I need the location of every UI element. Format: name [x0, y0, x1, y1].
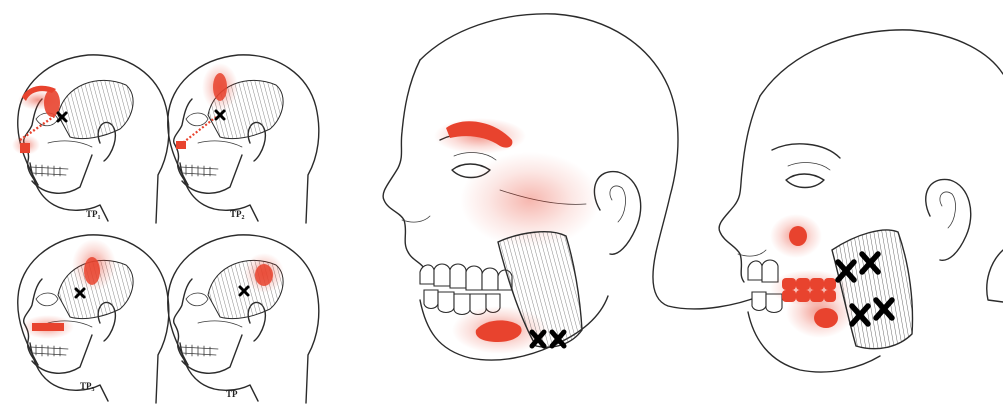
- tp1-subscript: 1: [98, 215, 101, 221]
- masseter-muscle-deep: [832, 230, 912, 349]
- panel-tp2: TP2: [168, 55, 319, 223]
- tp2-subscript: 2: [242, 215, 245, 221]
- tp2-label: TP: [230, 209, 242, 219]
- large-head-middle: [383, 14, 760, 360]
- svg-text:TP2: TP2: [230, 209, 245, 221]
- large-head-right: [719, 30, 1003, 372]
- svg-text:TP3: TP3: [80, 381, 95, 393]
- upper-teeth-right: [748, 260, 778, 282]
- panel-tp1: TP1: [12, 55, 169, 223]
- tp1-label: TP: [86, 209, 98, 219]
- panel-tp4: TP: [168, 235, 319, 403]
- upper-teeth: [420, 264, 512, 290]
- panel-tp3: TP3: [18, 235, 169, 403]
- svg-text:TP1: TP1: [86, 209, 101, 221]
- tp3-subscript: 3: [92, 387, 95, 393]
- tp3-label: TP: [80, 381, 92, 391]
- tp4-label: TP: [226, 389, 238, 399]
